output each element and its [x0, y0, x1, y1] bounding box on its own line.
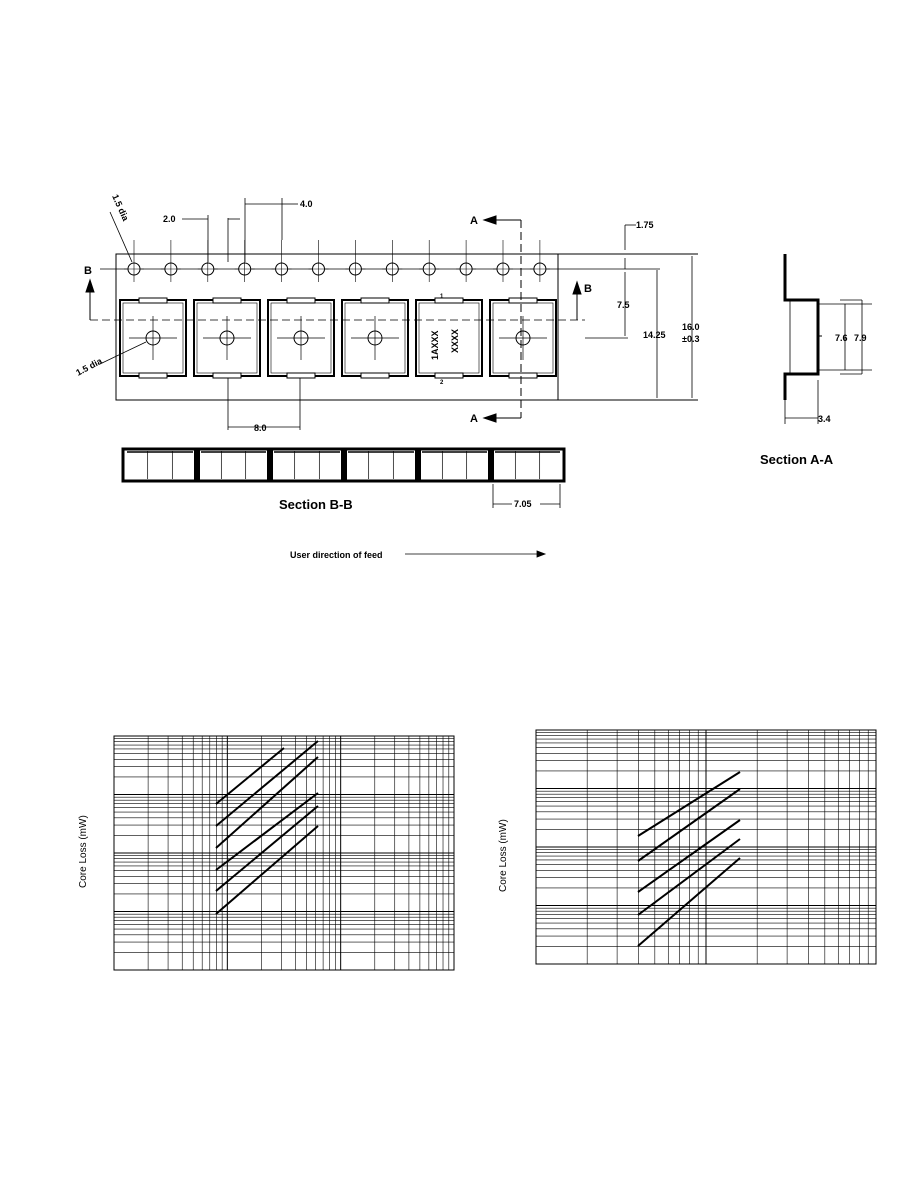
dim-4-0 — [227, 198, 298, 262]
loss-curve — [215, 792, 319, 871]
loss-curve — [215, 756, 319, 849]
pocket-tab-top — [286, 297, 316, 304]
loss-curve — [215, 805, 319, 892]
section-a-line — [482, 215, 522, 423]
dim-4-0-label: 4.0 — [300, 199, 313, 209]
loss-curve — [215, 825, 319, 915]
section-aa-title: Section A-A — [760, 452, 834, 467]
tape-outline — [115, 253, 559, 401]
core-loss-chart-2 — [535, 729, 877, 965]
pocket — [415, 299, 483, 377]
dim-8-0-label: 8.0 — [254, 423, 267, 433]
dim-14-25-label: 14.25 — [643, 330, 666, 340]
chart-1-ylabel: Core Loss (mW) — [78, 815, 89, 888]
pocket-tab-bottom — [286, 372, 316, 379]
loss-curve — [637, 857, 741, 947]
part-marking-line1: 1AXXX — [430, 330, 440, 360]
section-b-mark-right: B — [584, 283, 592, 295]
dim-center-hole-label: 1.5 dia — [74, 355, 104, 377]
bb-divider — [488, 449, 494, 481]
dim-2-0-label: 2.0 — [163, 214, 176, 224]
dim-7-05-label: 7.05 — [514, 499, 532, 509]
pocket-tab-top — [360, 297, 390, 304]
section-aa-dim-7-9: 7.9 — [854, 333, 867, 343]
section-aa-dim-7-6: 7.6 — [835, 333, 848, 343]
pocket-inner — [418, 302, 480, 374]
loss-curve — [637, 838, 741, 916]
dim-16-0-tol: ±0.3 — [682, 334, 699, 344]
loss-curve — [215, 740, 319, 827]
bb-divider — [341, 449, 347, 481]
pocket-tab-bottom — [434, 372, 464, 379]
pocket-tab-bottom — [212, 372, 242, 379]
dim-center-hole — [99, 341, 147, 365]
dim-1-75 — [624, 224, 636, 269]
feed-direction-arrow — [405, 550, 547, 558]
core-loss-chart-1 — [113, 735, 455, 971]
dim-7-5-label: 7.5 — [617, 300, 630, 310]
dim-16-0-label: 16.0 — [682, 322, 700, 332]
feed-direction-label: User direction of feed — [290, 550, 383, 560]
section-aa-dim-3-4: 3.4 — [818, 414, 831, 424]
dim-8-0 — [227, 378, 301, 430]
section-bb-title: Section B-B — [279, 497, 353, 512]
section-bb-cells — [127, 449, 560, 481]
part-marking-line2: XXXX — [450, 329, 460, 353]
section-b-arrows — [85, 278, 582, 320]
dim-7-05 — [492, 484, 561, 508]
bb-divider — [267, 449, 273, 481]
pin-1-label: 1 — [440, 294, 444, 300]
section-b-mark-left: B — [84, 265, 92, 277]
pockets — [119, 297, 557, 379]
dim-1-75-label: 1.75 — [636, 220, 654, 230]
pocket-tab-bottom — [508, 372, 538, 379]
dim-2-0 — [182, 215, 209, 262]
section-aa-view — [783, 254, 872, 424]
pin-2-label: 2 — [440, 380, 444, 386]
section-a-mark-bottom: A — [470, 413, 478, 425]
pocket-tab-top — [434, 297, 464, 304]
section-a-mark-top: A — [470, 215, 478, 227]
chart-2-ylabel: Core Loss (mW) — [498, 819, 509, 892]
pocket-tab-top — [212, 297, 242, 304]
dim-hole-dia — [109, 211, 133, 263]
pocket-tab-bottom — [138, 372, 168, 379]
pocket-tab-top — [138, 297, 168, 304]
bb-divider — [194, 449, 200, 481]
tape-top-view — [90, 253, 698, 401]
loss-curve — [637, 819, 741, 893]
loss-curve — [637, 788, 741, 862]
sprocket-holes — [124, 240, 550, 282]
pocket-tab-bottom — [360, 372, 390, 379]
loss-curve — [215, 747, 285, 805]
pocket-tab-top — [508, 297, 538, 304]
loss-curve — [637, 771, 741, 837]
bb-divider — [415, 449, 421, 481]
